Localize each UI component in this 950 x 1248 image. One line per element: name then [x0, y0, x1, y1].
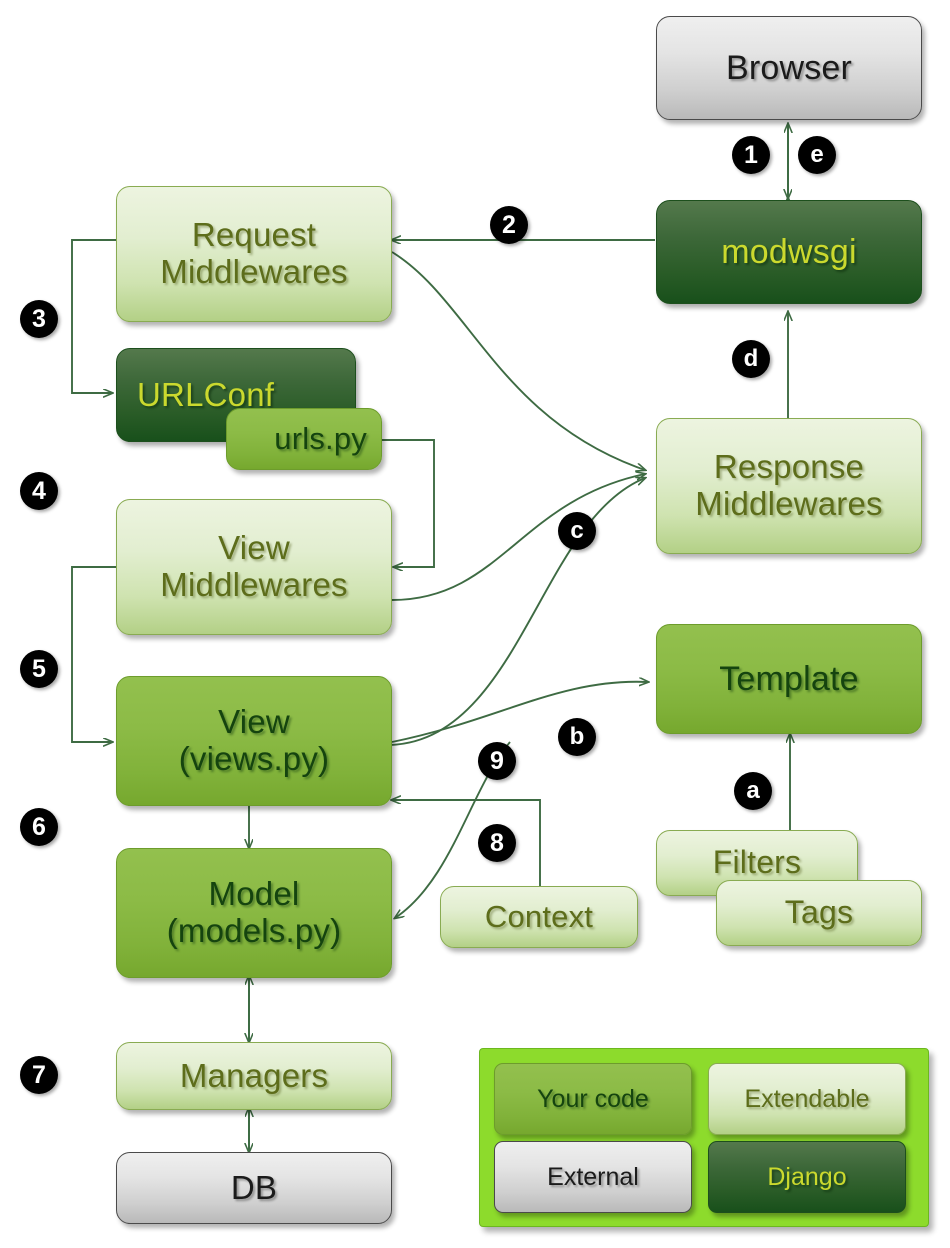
- node-urlconf-label: URLConf: [137, 375, 275, 413]
- badge-e-label: e: [810, 141, 824, 168]
- wire-5-viewmw-view: [71, 566, 118, 742]
- node-tags-label: Tags: [784, 894, 854, 931]
- node-response-middlewares[interactable]: Response Middlewares: [656, 418, 922, 554]
- node-urlspy-label: urls.py: [274, 420, 367, 456]
- badge-c: c: [558, 512, 596, 550]
- badge-b: b: [558, 718, 596, 756]
- node-urlspy[interactable]: urls.py: [226, 408, 382, 470]
- badge-7-label: 7: [32, 1060, 46, 1089]
- node-model-label: Model (models.py): [166, 875, 342, 949]
- badge-7: 7: [20, 1056, 58, 1094]
- node-view-middlewares[interactable]: View Middlewares: [116, 499, 392, 635]
- badge-2-label: 2: [502, 210, 516, 239]
- node-db-label: DB: [230, 1168, 278, 1206]
- node-browser-label: Browser: [725, 48, 853, 87]
- wire-c-viewmw-response: [391, 474, 645, 601]
- legend-chip-extendable[interactable]: Extendable: [708, 1063, 906, 1135]
- node-response-middlewares-label: Response Middlewares: [695, 448, 883, 522]
- wire-3-request-urlconf: [71, 239, 118, 393]
- node-managers[interactable]: Managers: [116, 1042, 392, 1110]
- badge-d-label: d: [743, 345, 759, 372]
- badge-9-label: 9: [490, 746, 504, 775]
- badge-1: 1: [732, 136, 770, 174]
- legend-external-label: External: [547, 1162, 639, 1191]
- badge-4: 4: [20, 472, 58, 510]
- node-context-label: Context: [484, 898, 594, 934]
- node-browser[interactable]: Browser: [656, 16, 922, 120]
- node-view[interactable]: View (views.py): [116, 676, 392, 806]
- node-filters-label: Filters: [712, 844, 802, 881]
- badge-8: 8: [478, 824, 516, 862]
- node-view-label: View (views.py): [178, 703, 330, 777]
- node-request-middlewares[interactable]: Request Middlewares: [116, 186, 392, 322]
- node-view-middlewares-label: View Middlewares: [160, 529, 348, 603]
- wire-view-response: [389, 478, 645, 746]
- legend-extendable-label: Extendable: [744, 1084, 870, 1113]
- legend-your-code-label: Your code: [537, 1084, 649, 1113]
- legend: Your code Extendable External Django: [479, 1048, 929, 1227]
- wire-requestmw-response: [391, 251, 645, 470]
- legend-chip-django[interactable]: Django: [708, 1141, 906, 1213]
- badge-1-label: 1: [744, 140, 758, 169]
- wire-8-context-view: [392, 800, 541, 886]
- badge-5-label: 5: [32, 654, 46, 683]
- badge-6: 6: [20, 808, 58, 846]
- badge-d: d: [732, 340, 770, 378]
- badge-2: 2: [490, 206, 528, 244]
- badge-3-label: 3: [32, 304, 46, 333]
- node-context[interactable]: Context: [440, 886, 638, 948]
- badge-4-label: 4: [32, 476, 46, 505]
- node-tags[interactable]: Tags: [716, 880, 922, 946]
- node-template-label: Template: [719, 659, 859, 698]
- legend-chip-your-code[interactable]: Your code: [494, 1063, 692, 1135]
- legend-chip-external[interactable]: External: [494, 1141, 692, 1213]
- wire-b-view-template: [391, 682, 648, 743]
- node-modwsgi-label: modwsgi: [721, 232, 857, 271]
- legend-django-label: Django: [767, 1162, 847, 1191]
- node-request-middlewares-label: Request Middlewares: [160, 216, 348, 290]
- node-db[interactable]: DB: [116, 1152, 392, 1224]
- badge-3: 3: [20, 300, 58, 338]
- badge-a-label: a: [746, 777, 760, 804]
- badge-9: 9: [478, 742, 516, 780]
- node-managers-label: Managers: [179, 1056, 329, 1094]
- badge-5: 5: [20, 650, 58, 688]
- badge-c-label: c: [570, 517, 584, 544]
- badge-a: a: [734, 772, 772, 810]
- node-modwsgi[interactable]: modwsgi: [656, 200, 922, 304]
- badge-8-label: 8: [490, 828, 504, 857]
- badge-b-label: b: [569, 723, 585, 750]
- badge-6-label: 6: [32, 812, 46, 841]
- node-template[interactable]: Template: [656, 624, 922, 734]
- badge-e: e: [798, 136, 836, 174]
- node-model[interactable]: Model (models.py): [116, 848, 392, 978]
